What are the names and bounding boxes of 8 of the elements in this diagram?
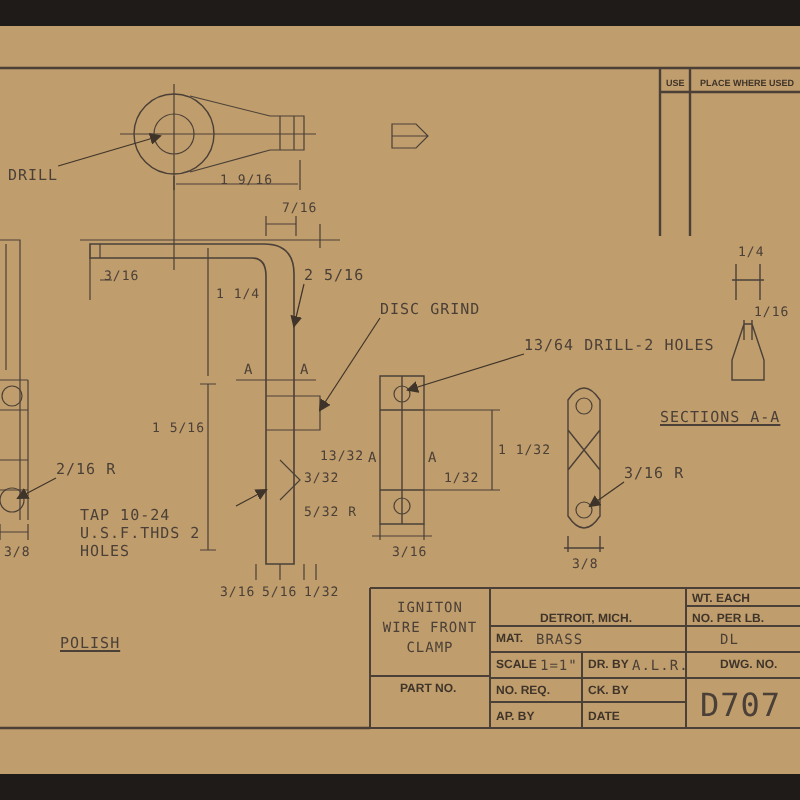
leader-line xyxy=(588,481,625,508)
leader-line xyxy=(406,353,525,393)
drawing-number: D707 xyxy=(700,688,782,722)
leader-line xyxy=(290,283,305,328)
leader-line xyxy=(16,477,57,499)
leader-line xyxy=(318,317,381,412)
leader-line xyxy=(57,133,162,167)
leader-line xyxy=(235,489,268,507)
